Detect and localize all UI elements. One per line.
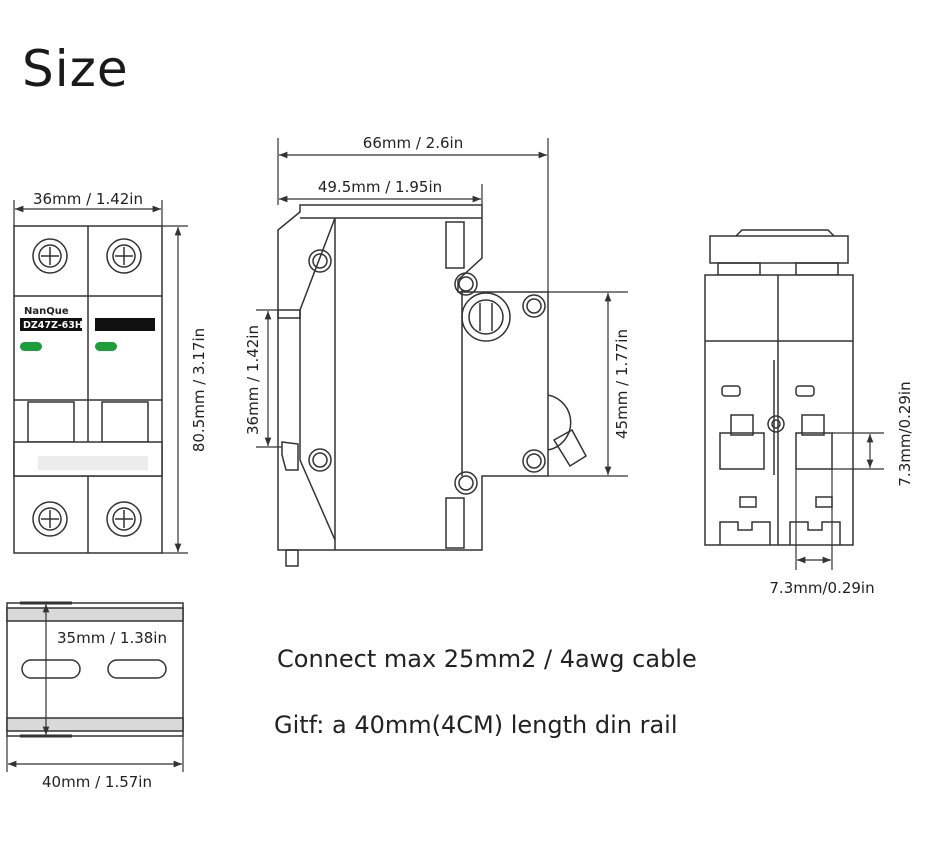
screw-icon <box>32 501 68 537</box>
gift-note: Gitf: a 40mm(4CM) length din rail <box>274 711 678 739</box>
side-body-depth-label: 49.5mm / 1.95in <box>318 178 442 196</box>
side-front-height-label: 45mm / 1.77in <box>613 329 631 439</box>
front-view <box>13 225 163 554</box>
front-height-label: 80.5mm / 3.17in <box>190 328 208 452</box>
page-title: Size <box>22 40 129 98</box>
indicator-light <box>20 342 42 351</box>
back-view <box>704 229 854 546</box>
indicator-light <box>95 342 117 351</box>
back-terminal-width-label: 7.3mm/0.29in <box>769 579 874 597</box>
front-width-label: 36mm / 1.42in <box>33 190 143 208</box>
model-label: DZ47Z-63H <box>23 320 83 331</box>
rail-length-label: 40mm / 1.57in <box>42 773 152 791</box>
side-view <box>277 204 587 567</box>
screw-icon <box>32 238 68 274</box>
cable-note: Connect max 25mm2 / 4awg cable <box>277 645 697 673</box>
back-terminal-height-label: 7.3mm/0.29in <box>896 381 914 486</box>
brand-label: NanQue <box>24 306 69 317</box>
screw-icon <box>461 292 511 342</box>
din-rail <box>6 601 184 738</box>
rail-height-label: 35mm / 1.38in <box>57 629 167 647</box>
screw-icon <box>106 501 142 537</box>
side-rail-height-label: 36mm / 1.42in <box>244 325 262 435</box>
screw-icon <box>106 238 142 274</box>
side-total-depth-label: 66mm / 2.6in <box>363 134 463 152</box>
